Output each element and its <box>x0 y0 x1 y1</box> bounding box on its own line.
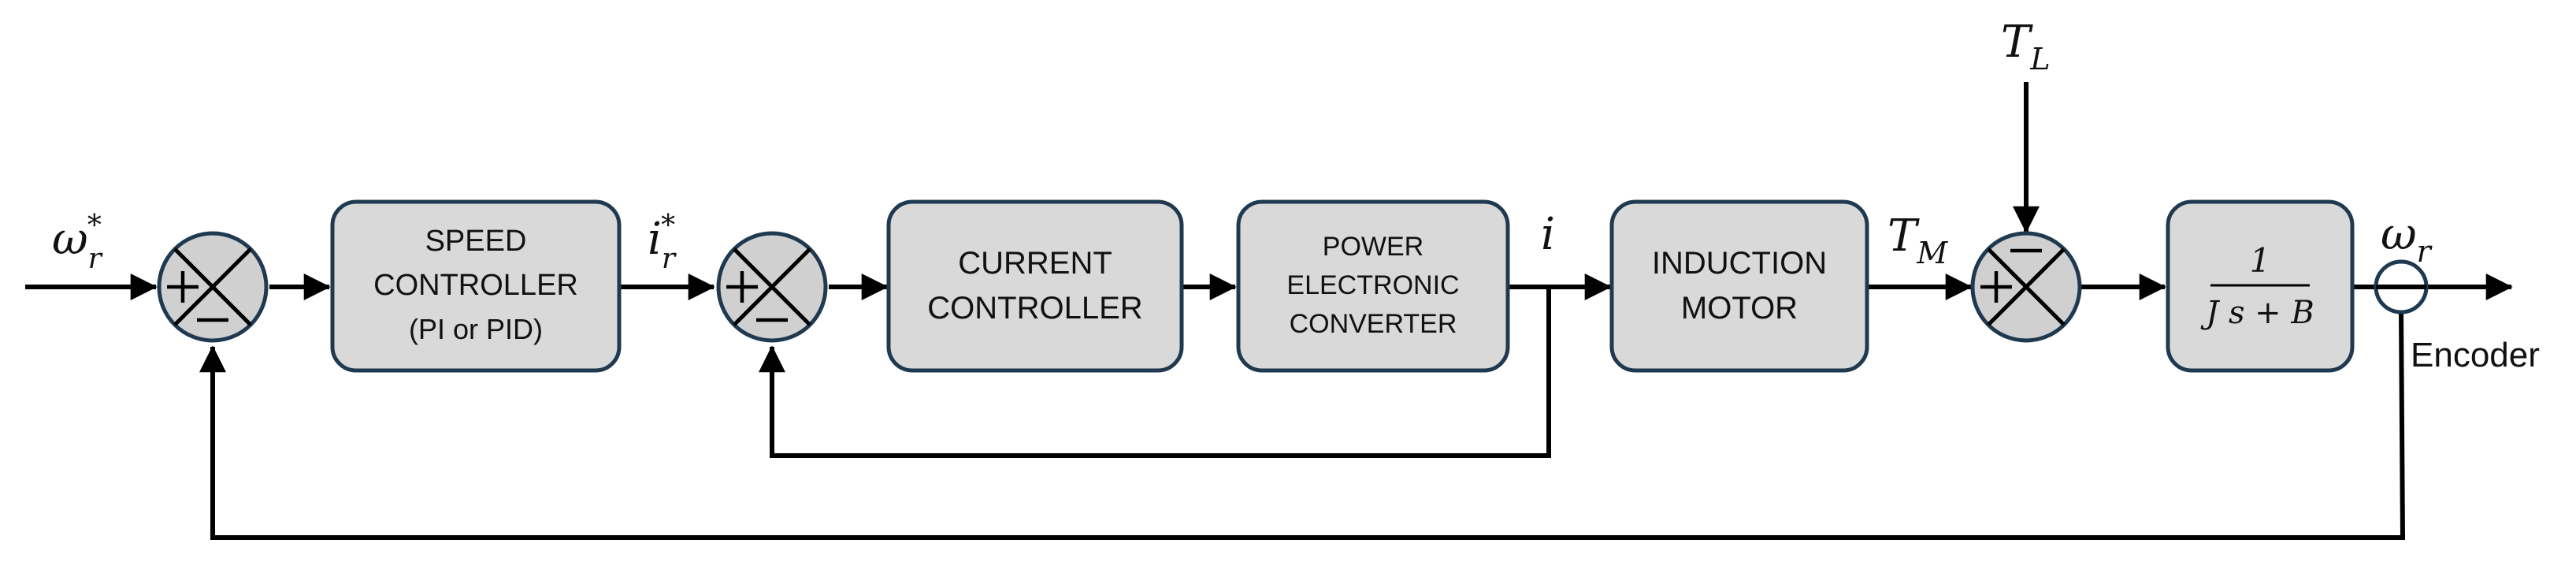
converter-label-2: ELECTRONIC <box>1286 270 1459 300</box>
motor-torque-label: TM <box>1887 210 1948 270</box>
sum-junction-current <box>716 231 828 343</box>
transfer-function-block: 1 J s + B <box>2166 199 2355 373</box>
wire-current-feedback <box>759 287 1551 458</box>
speed-ref-label: ωr* <box>52 210 103 275</box>
induction-motor-label-2: MOTOR <box>1681 291 1798 326</box>
current-label: i <box>1541 209 1555 260</box>
speed-controller-label-2: CONTROLLER <box>373 269 578 302</box>
sum-junction-torque <box>1970 231 2082 343</box>
induction-motor-label-1: INDUCTION <box>1652 246 1827 281</box>
converter-label-1: POWER <box>1323 232 1423 262</box>
speed-controller-block: SPEED CONTROLLER (PI or PID) <box>330 199 622 373</box>
sum-junction-speed <box>157 231 269 343</box>
speed-output-label: ωr <box>2381 209 2433 269</box>
current-controller-label-1: CURRENT <box>958 246 1112 281</box>
induction-motor-block: INDUCTION MOTOR <box>1609 199 1869 373</box>
converter-label-3: CONVERTER <box>1290 309 1457 339</box>
speed-controller-label-3: (PI or PID) <box>409 313 543 345</box>
wire-speed-feedback <box>199 310 2406 540</box>
power-electronic-converter-block: POWER ELECTRONIC CONVERTER <box>1236 199 1510 373</box>
speed-controller-label-1: SPEED <box>425 225 527 258</box>
transfer-function-denominator: J s + B <box>2200 295 2314 331</box>
encoder-label: Encoder <box>2411 336 2540 374</box>
transfer-function-numerator: 1 <box>2250 241 2271 280</box>
current-controller-block: CURRENT CONTROLLER <box>886 199 1184 373</box>
load-torque-label: TL <box>2001 17 2051 76</box>
current-controller-label-2: CONTROLLER <box>927 291 1142 326</box>
current-ref-label: ir* <box>648 210 677 275</box>
